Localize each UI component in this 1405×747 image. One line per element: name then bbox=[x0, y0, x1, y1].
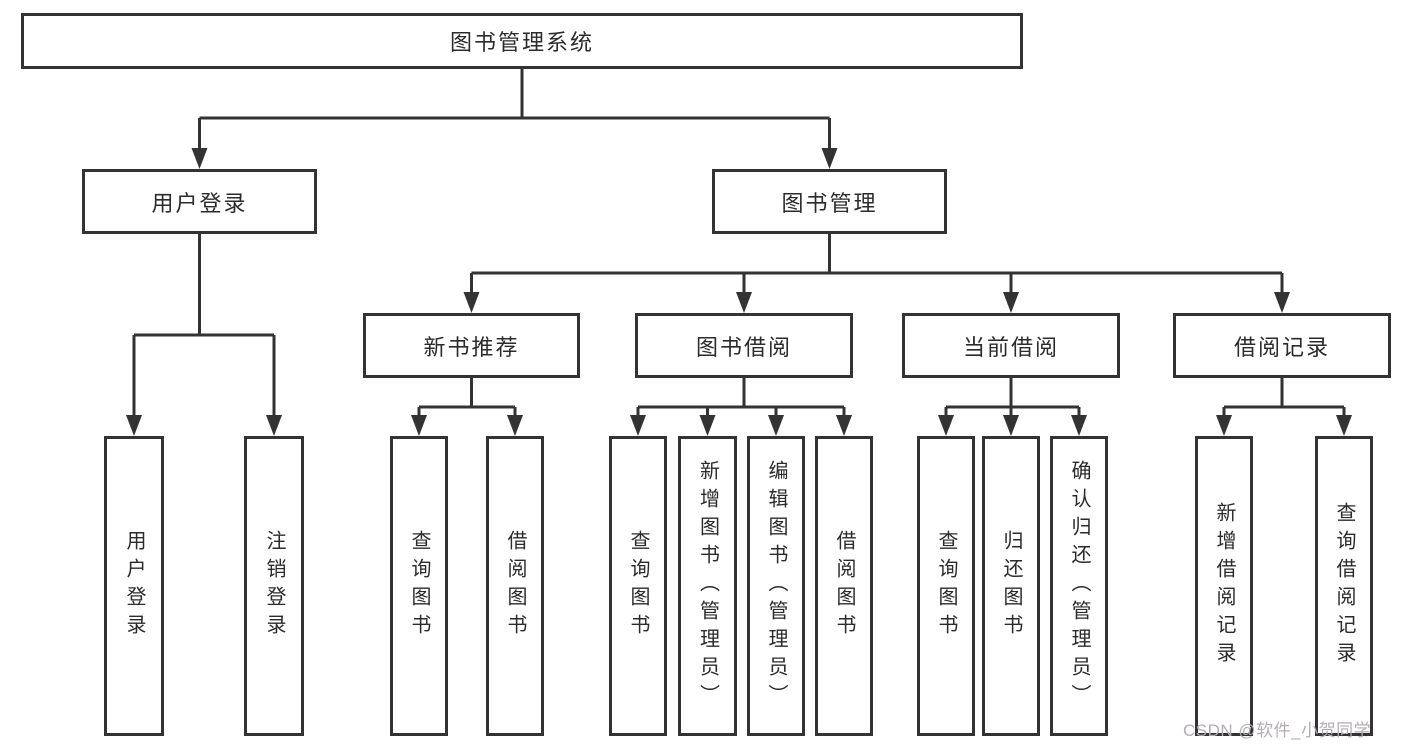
leaf-edit-book-admin: 编辑图书（管理员） bbox=[747, 436, 805, 736]
leaf-query-books-2: 查询图书 bbox=[609, 436, 667, 736]
node-user-login: 用户登录 bbox=[82, 169, 317, 234]
node-new-book-recommendation: 新书推荐 bbox=[363, 313, 580, 378]
leaf-query-borrow-record: 查询借阅记录 bbox=[1315, 436, 1373, 736]
leaf-user-login: 用户登录 bbox=[104, 436, 164, 736]
leaf-borrow-books-1: 借阅图书 bbox=[486, 436, 544, 736]
node-book-management: 图书管理 bbox=[712, 169, 947, 234]
leaf-add-book-admin: 新增图书（管理员） bbox=[678, 436, 737, 736]
node-library-management-system: 图书管理系统 bbox=[21, 13, 1023, 69]
csdn-watermark: CSDN @软件_小贺同学 bbox=[1183, 721, 1372, 740]
node-current-borrowing: 当前借阅 bbox=[902, 313, 1120, 378]
leaf-query-books-1: 查询图书 bbox=[390, 436, 448, 736]
leaf-confirm-return-admin: 确认归还（管理员） bbox=[1050, 436, 1108, 736]
leaf-query-books-3: 查询图书 bbox=[917, 436, 975, 736]
node-book-borrowing: 图书借阅 bbox=[635, 313, 853, 378]
leaf-add-borrow-record: 新增借阅记录 bbox=[1195, 436, 1253, 736]
leaf-logout: 注销登录 bbox=[244, 436, 304, 736]
node-borrowing-records: 借阅记录 bbox=[1173, 313, 1391, 378]
leaf-borrow-books-2: 借阅图书 bbox=[815, 436, 873, 736]
leaf-return-book: 归还图书 bbox=[982, 436, 1040, 736]
